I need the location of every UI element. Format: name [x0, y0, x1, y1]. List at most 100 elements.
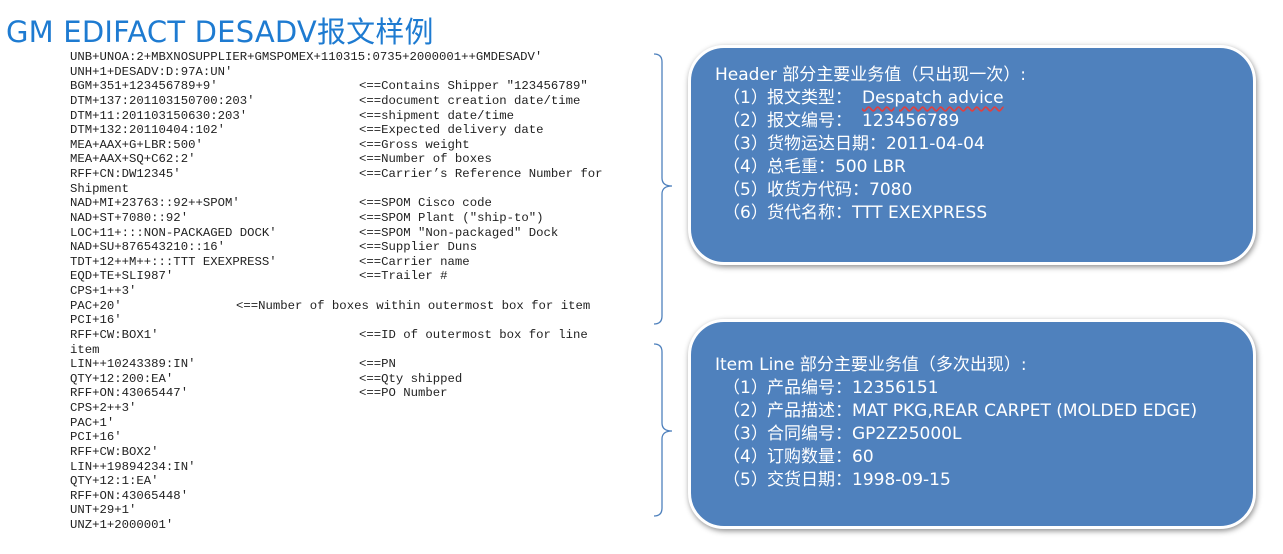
- code-comment: <==shipment date/time: [359, 108, 514, 123]
- edifact-code-listing: UNB+UNOA:2+MBXNOSUPPLIER+GMSPOMEX+110315…: [70, 50, 603, 533]
- item-number: （5）: [723, 470, 768, 490]
- summary-item: （5）收货方代码：7080: [715, 179, 1253, 202]
- header-summary-box: Header 部分主要业务值（只出现一次）: （1）报文类型：Despatch …: [688, 45, 1256, 265]
- code-line: CPS+2++3': [70, 401, 542, 416]
- summary-item: （6）货代名称：TTT EXEXPRESS: [715, 202, 1253, 225]
- item-number: （1）: [723, 378, 768, 398]
- item-number: （1）: [723, 88, 768, 108]
- code-segment: PAC+20': [70, 298, 122, 313]
- code-segment: RFF+CW:BOX2': [70, 444, 159, 459]
- item-label: 订购数量：: [767, 447, 852, 467]
- item-label: 货代名称：: [767, 203, 852, 223]
- code-segment: BGM+351+123456789+9': [70, 79, 218, 94]
- code-line: LIN++10243389:IN' <==PN: [70, 357, 542, 372]
- code-line: CPS+1++3': [70, 284, 542, 299]
- code-line: DTM+11:201103150630:203' <==shipment date…: [70, 109, 542, 124]
- item-label: 总毛重：: [767, 157, 835, 177]
- code-line: LOC+11+:::NON-PACKAGED DOCK'<==SPOM "Non…: [70, 225, 558, 241]
- code-comment: <==Contains Shipper "123456789": [359, 79, 588, 94]
- code-segment: QTY+12:1:EA': [70, 474, 159, 489]
- code-line: DTM+137:201103150700:203'<==document cre…: [70, 93, 580, 109]
- code-comment: <==Carrier name: [359, 254, 470, 269]
- item-label: 产品描述：: [767, 401, 852, 421]
- item-label: 交货日期：: [767, 470, 852, 490]
- code-segment: PAC+1': [70, 415, 115, 430]
- code-segment: MEA+AAX+SQ+C62:2': [70, 152, 196, 167]
- summary-item: （1）报文类型：Despatch advice: [715, 87, 1253, 110]
- item-number: （3）: [723, 134, 768, 154]
- code-comment: <==Expected delivery date: [359, 123, 544, 138]
- item-number: （2）: [723, 401, 768, 421]
- item-value: 123456789: [862, 111, 960, 131]
- code-line: Shipment: [70, 182, 542, 197]
- item-number: （5）: [723, 180, 768, 200]
- code-line: NAD+ST+7080::92'<==SPOM Plant ("ship-to"…: [70, 210, 543, 226]
- item-label: 合同编号：: [767, 424, 852, 444]
- code-line: RFF+CW:BOX2': [70, 445, 542, 460]
- summary-item: （2）产品描述：MAT PKG,REAR CARPET (MOLDED EDGE…: [715, 400, 1253, 423]
- code-comment: <==Supplier Duns: [359, 240, 478, 255]
- item-value: MAT PKG,REAR CARPET (MOLDED EDGE): [852, 401, 1198, 421]
- code-segment: DTM+137:201103150700:203': [70, 93, 255, 108]
- code-segment: MEA+AAX+G+LBR:500': [70, 137, 203, 152]
- item-label: 产品编号：: [767, 378, 852, 398]
- code-segment: LIN++19894234:IN': [70, 459, 196, 474]
- code-segment: PCI+16': [70, 430, 122, 445]
- code-comment: <==ID of outermost box for line: [359, 327, 588, 342]
- code-line: QTY+12:200:EA'<==Qty shipped: [70, 372, 542, 387]
- code-comment: <==PN: [359, 357, 396, 372]
- item-line-summary-box: Item Line 部分主要业务值（多次出现）: （1）产品编号：1235615…: [688, 319, 1256, 529]
- item-value: Despatch advice: [862, 88, 1004, 108]
- code-comment: <==Carrier’s Reference Number for: [359, 167, 603, 181]
- summary-item: （5）交货日期：1998-09-15: [715, 469, 1253, 492]
- page-title: GM EDIFACT DESADV报文样例: [6, 15, 434, 49]
- code-segment: DTM+132:20110404:102': [70, 123, 225, 138]
- item-number: （2）: [723, 111, 768, 131]
- code-segment: CPS+2++3': [70, 401, 137, 415]
- code-segment: RFF+CW:BOX1': [70, 327, 159, 342]
- item-label: 货物运达日期：: [767, 134, 886, 154]
- code-line: EQD+TE+SLI987'<==Trailer #: [70, 269, 542, 284]
- code-line: RFF+CN:DW12345'<==Carrier’s Reference Nu…: [70, 167, 603, 182]
- item-number: （4）: [723, 157, 768, 177]
- header-box-heading: Header 部分主要业务值（只出现一次）:: [715, 65, 1027, 85]
- item-value: 60: [852, 447, 874, 467]
- code-line: NAD+MI+23763::92++SPOM' <==SPOM Cisco cod…: [70, 196, 542, 211]
- code-segment: item: [70, 342, 100, 357]
- item-number: （3）: [723, 424, 768, 444]
- item-value: GP2Z25000L: [852, 424, 962, 444]
- code-comment: <==Number of boxes: [359, 152, 492, 167]
- code-segment: UNB+UNOA:2+MBXNOSUPPLIER+GMSPOMEX+110315…: [70, 50, 543, 64]
- item-value: 12356151: [852, 378, 939, 398]
- code-segment: UNZ+1+2000001': [70, 518, 174, 532]
- code-segment: LIN++10243389:IN': [70, 357, 196, 372]
- code-segment: LOC+11+:::NON-PACKAGED DOCK': [70, 225, 277, 240]
- item-bracket: [653, 343, 673, 517]
- item-number: （6）: [723, 203, 768, 223]
- code-segment: RFF+ON:43065448': [70, 488, 189, 503]
- code-segment: NAD+SU+876543210::16': [70, 240, 225, 255]
- code-comment: <==Qty shipped: [359, 371, 463, 386]
- code-segment: EQD+TE+SLI987': [70, 269, 174, 284]
- code-segment: UNH+1+DESADV:D:97A:UN': [70, 64, 233, 79]
- code-segment: CPS+1++3': [70, 284, 137, 298]
- code-segment: NAD+MI+23763::92++SPOM': [70, 196, 240, 211]
- summary-item: （3）货物运达日期：2011-04-04: [715, 133, 1253, 156]
- code-line: UNH+1+DESADV:D:97A:UN': [70, 65, 542, 80]
- code-comment: <==Gross weight: [359, 137, 470, 152]
- item-value: 2011-04-04: [886, 134, 985, 154]
- item-value: 1998-09-15: [852, 470, 951, 490]
- code-segment: DTM+11:201103150630:203': [70, 108, 248, 123]
- code-line: MEA+AAX+G+LBR:500' <==Gross weight: [70, 138, 542, 153]
- code-line: UNT+29+1': [70, 503, 542, 518]
- summary-item: （4）订购数量：60: [715, 446, 1253, 469]
- code-line: RFF+ON:43065447'<==PO Number: [70, 386, 542, 401]
- code-line: QTY+12:1:EA': [70, 474, 542, 489]
- code-line: LIN++19894234:IN': [70, 460, 542, 475]
- code-line: PAC+1': [70, 416, 542, 431]
- code-segment: UNT+29+1': [70, 503, 137, 518]
- code-comment: <==SPOM Cisco code: [359, 196, 492, 211]
- summary-item: （4）总毛重：500 LBR: [715, 156, 1253, 179]
- code-segment: NAD+ST+7080::92': [70, 210, 189, 225]
- code-line: MEA+AAX+SQ+C62:2' <==Number of boxes: [70, 152, 542, 167]
